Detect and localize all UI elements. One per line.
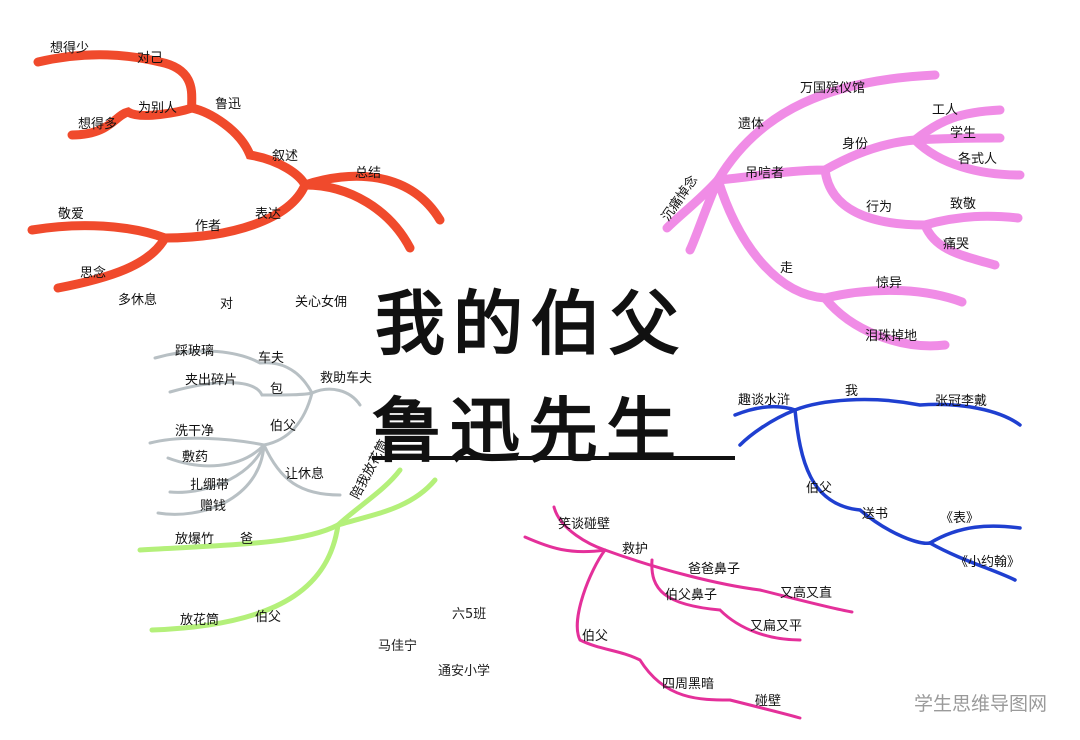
node-label: 我 [845,384,858,399]
branch-pink [662,70,1025,351]
node-label: 《表》 [940,511,979,526]
node-label: 叙述 [272,149,298,164]
node-label: 趣谈水浒 [738,393,790,408]
node-label: 踩玻璃 [175,344,214,359]
node-label: 惊异 [876,276,902,291]
node-label: 笑谈碰壁 [558,516,610,532]
node-label: 万国殡仪馆 [800,80,865,96]
node-label: 张冠李戴 [935,394,987,409]
node-label: 洗干净 [175,424,214,439]
branch-green [137,467,438,633]
node-label: 伯父鼻子 [665,587,717,603]
node-label: 泪珠掉地 [865,329,917,344]
node-label: 学生 [950,125,976,141]
node-label: 扎绷带 [190,478,229,493]
node-label: 碰壁 [755,694,781,709]
node-label: 表达 [255,207,281,222]
node-label: 伯父 [255,610,281,625]
node-label: 鲁迅 [215,97,241,112]
node-label: 放花筒 [180,612,219,628]
node-label: 夹出碎片 [185,373,237,388]
node-label: 送书 [862,507,888,522]
node-label: 四周黑暗 [662,677,714,692]
node-label: 身份 [842,136,868,152]
node-label: 敷药 [182,450,208,465]
node-label: 思念 [80,265,106,281]
branch-blue [733,397,1022,582]
node-label: 吊唁者 [745,166,784,181]
node-label: 想得少 [50,40,89,56]
node-label: 为别人 [138,101,177,116]
node-label: 伯父 [270,419,296,434]
node-label: 对己 [137,51,163,66]
node-label: 伯父 [806,481,832,496]
node-label: 爸爸鼻子 [688,561,740,577]
node-label: 总结 [355,166,381,181]
author-name: 马佳宁 [378,638,417,654]
node-label: 敬爱 [58,206,84,222]
node-label: 包 [270,382,283,397]
node-label: 爸 [240,532,253,547]
title-line-1: 我的伯父 [375,282,687,365]
node-label: 车夫 [258,350,284,366]
node-label: 致敬 [950,196,976,212]
node-label: 工人 [932,103,958,118]
branch-magenta [523,505,854,720]
node-label: 救护 [622,541,648,557]
branch-grey [148,349,362,516]
node-label: 遗体 [738,117,764,132]
node-label: 多休息 [118,292,157,308]
node-label: 救助车夫 [320,370,372,386]
node-label: 对 [220,297,233,312]
node-label: 走 [780,261,793,276]
node-label: 作者 [195,219,221,234]
node-label: 关心女佣 [295,294,347,310]
branch-red [27,50,445,293]
node-label: 又高又直 [780,585,832,601]
node-label: 各式人 [958,151,997,167]
node-label: 赠钱 [200,499,226,514]
node-label: 想得多 [78,116,117,132]
school-name: 通安小学 [438,663,490,679]
node-label: 行为 [866,200,892,215]
class-label: 六5班 [452,607,486,622]
node-label: 伯父 [582,629,608,644]
node-label: 《小约翰》 [955,555,1020,570]
node-label: 让休息 [285,466,324,482]
node-label: 又扁又平 [750,619,802,634]
watermark: 学生思维导图网 [914,693,1047,715]
node-label: 放爆竹 [175,532,214,547]
node-label: 痛哭 [943,236,969,252]
